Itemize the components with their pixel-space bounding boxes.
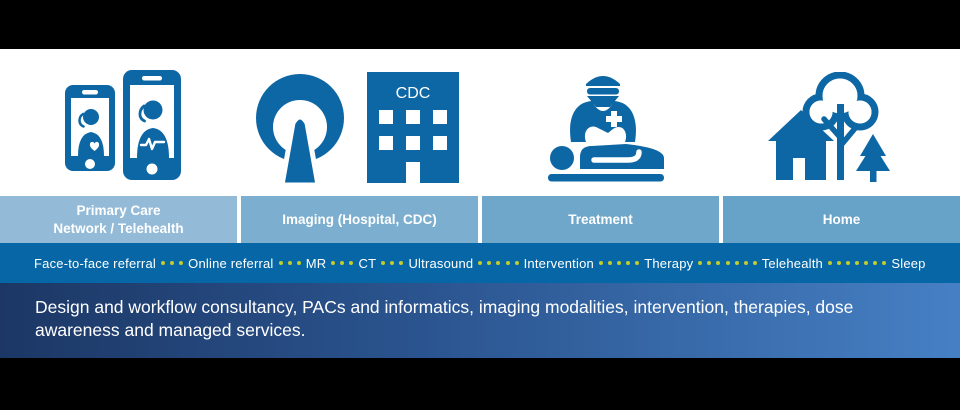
separator-dot: [837, 261, 842, 265]
separator-dot: [855, 261, 860, 265]
separator-dot: [399, 261, 404, 265]
letterbox-top: [0, 0, 960, 49]
separator-dot: [296, 261, 301, 265]
separator-dot: [635, 261, 640, 265]
separator-dot: [707, 261, 712, 265]
cdc-building-sign: CDC: [396, 85, 431, 102]
pathway-label: Ultrasound: [408, 255, 474, 271]
separator-dot: [514, 261, 519, 265]
separator-dot: [381, 261, 386, 265]
separator-dot: [340, 261, 345, 265]
separator-dot: [846, 261, 851, 265]
pathway-strip: Face-to-face referral Online referral MR CT…: [0, 243, 960, 283]
separator-dot: [278, 261, 283, 265]
mri-scanner-cdc-building-icon: CDC: [255, 70, 465, 190]
separator-dot: [478, 261, 483, 265]
stage-label: Imaging (Hospital, CDC): [282, 211, 437, 227]
treatment-therapist-patient-icon: [540, 70, 695, 190]
separator-dot: [349, 261, 354, 265]
separator-dot: [725, 261, 730, 265]
stage-home: Home: [723, 196, 960, 243]
separator-dot: [390, 261, 395, 265]
separator-dot: [287, 261, 292, 265]
stage-primary-care-telehealth: Primary Care Network / Telehealth: [0, 196, 237, 243]
separator-dot: [626, 261, 631, 265]
separator-dot: [828, 261, 833, 265]
pathway-label: Intervention: [523, 255, 594, 271]
pathway-label: MR: [305, 255, 327, 271]
separator-dot: [882, 261, 887, 265]
pathway-label: Telehealth: [761, 255, 823, 271]
separator-dot: [873, 261, 878, 265]
separator-dot: [331, 261, 336, 265]
telehealth-phones-icon: [60, 70, 185, 187]
separator-dot: [599, 261, 603, 265]
pathway-label: Online referral: [188, 255, 274, 271]
footer-band: Design and workflow consultancy, PACs an…: [0, 283, 960, 358]
separator-dot: [487, 261, 492, 265]
stage-treatment: Treatment: [482, 196, 719, 243]
footer-text: Design and workflow consultancy, PACs an…: [35, 297, 854, 341]
stage-label: Primary Care Network / Telehealth: [53, 202, 184, 236]
separator-dot: [864, 261, 869, 265]
separator-dot: [617, 261, 622, 265]
pathway-label: Face-to-face referral: [34, 255, 156, 271]
separator-dot: [698, 261, 703, 265]
pathway-label: CT: [358, 255, 377, 271]
home-trees-icon: [768, 71, 903, 189]
separator-dot: [734, 261, 739, 265]
letterbox-bottom: [0, 358, 960, 410]
separator-dot: [170, 261, 175, 265]
separator-dot: [743, 261, 748, 265]
pathway-label: Therapy: [644, 255, 694, 271]
stage-imaging-hospital-cdc: Imaging (Hospital, CDC): [241, 196, 478, 243]
pathway-label: Sleep: [891, 255, 926, 271]
separator-dot: [496, 261, 501, 265]
separator-dot: [752, 261, 757, 265]
separator-dot: [161, 261, 166, 265]
separator-dot: [505, 261, 510, 265]
separator-dot: [608, 261, 613, 265]
separator-dot: [716, 261, 721, 265]
stage-label: Home: [822, 211, 861, 227]
stage-bands: Primary Care Network / Telehealth Imagin…: [0, 196, 960, 243]
stage-label: Treatment: [568, 211, 633, 227]
separator-dot: [179, 261, 184, 265]
content-area: CDC: [0, 49, 960, 358]
